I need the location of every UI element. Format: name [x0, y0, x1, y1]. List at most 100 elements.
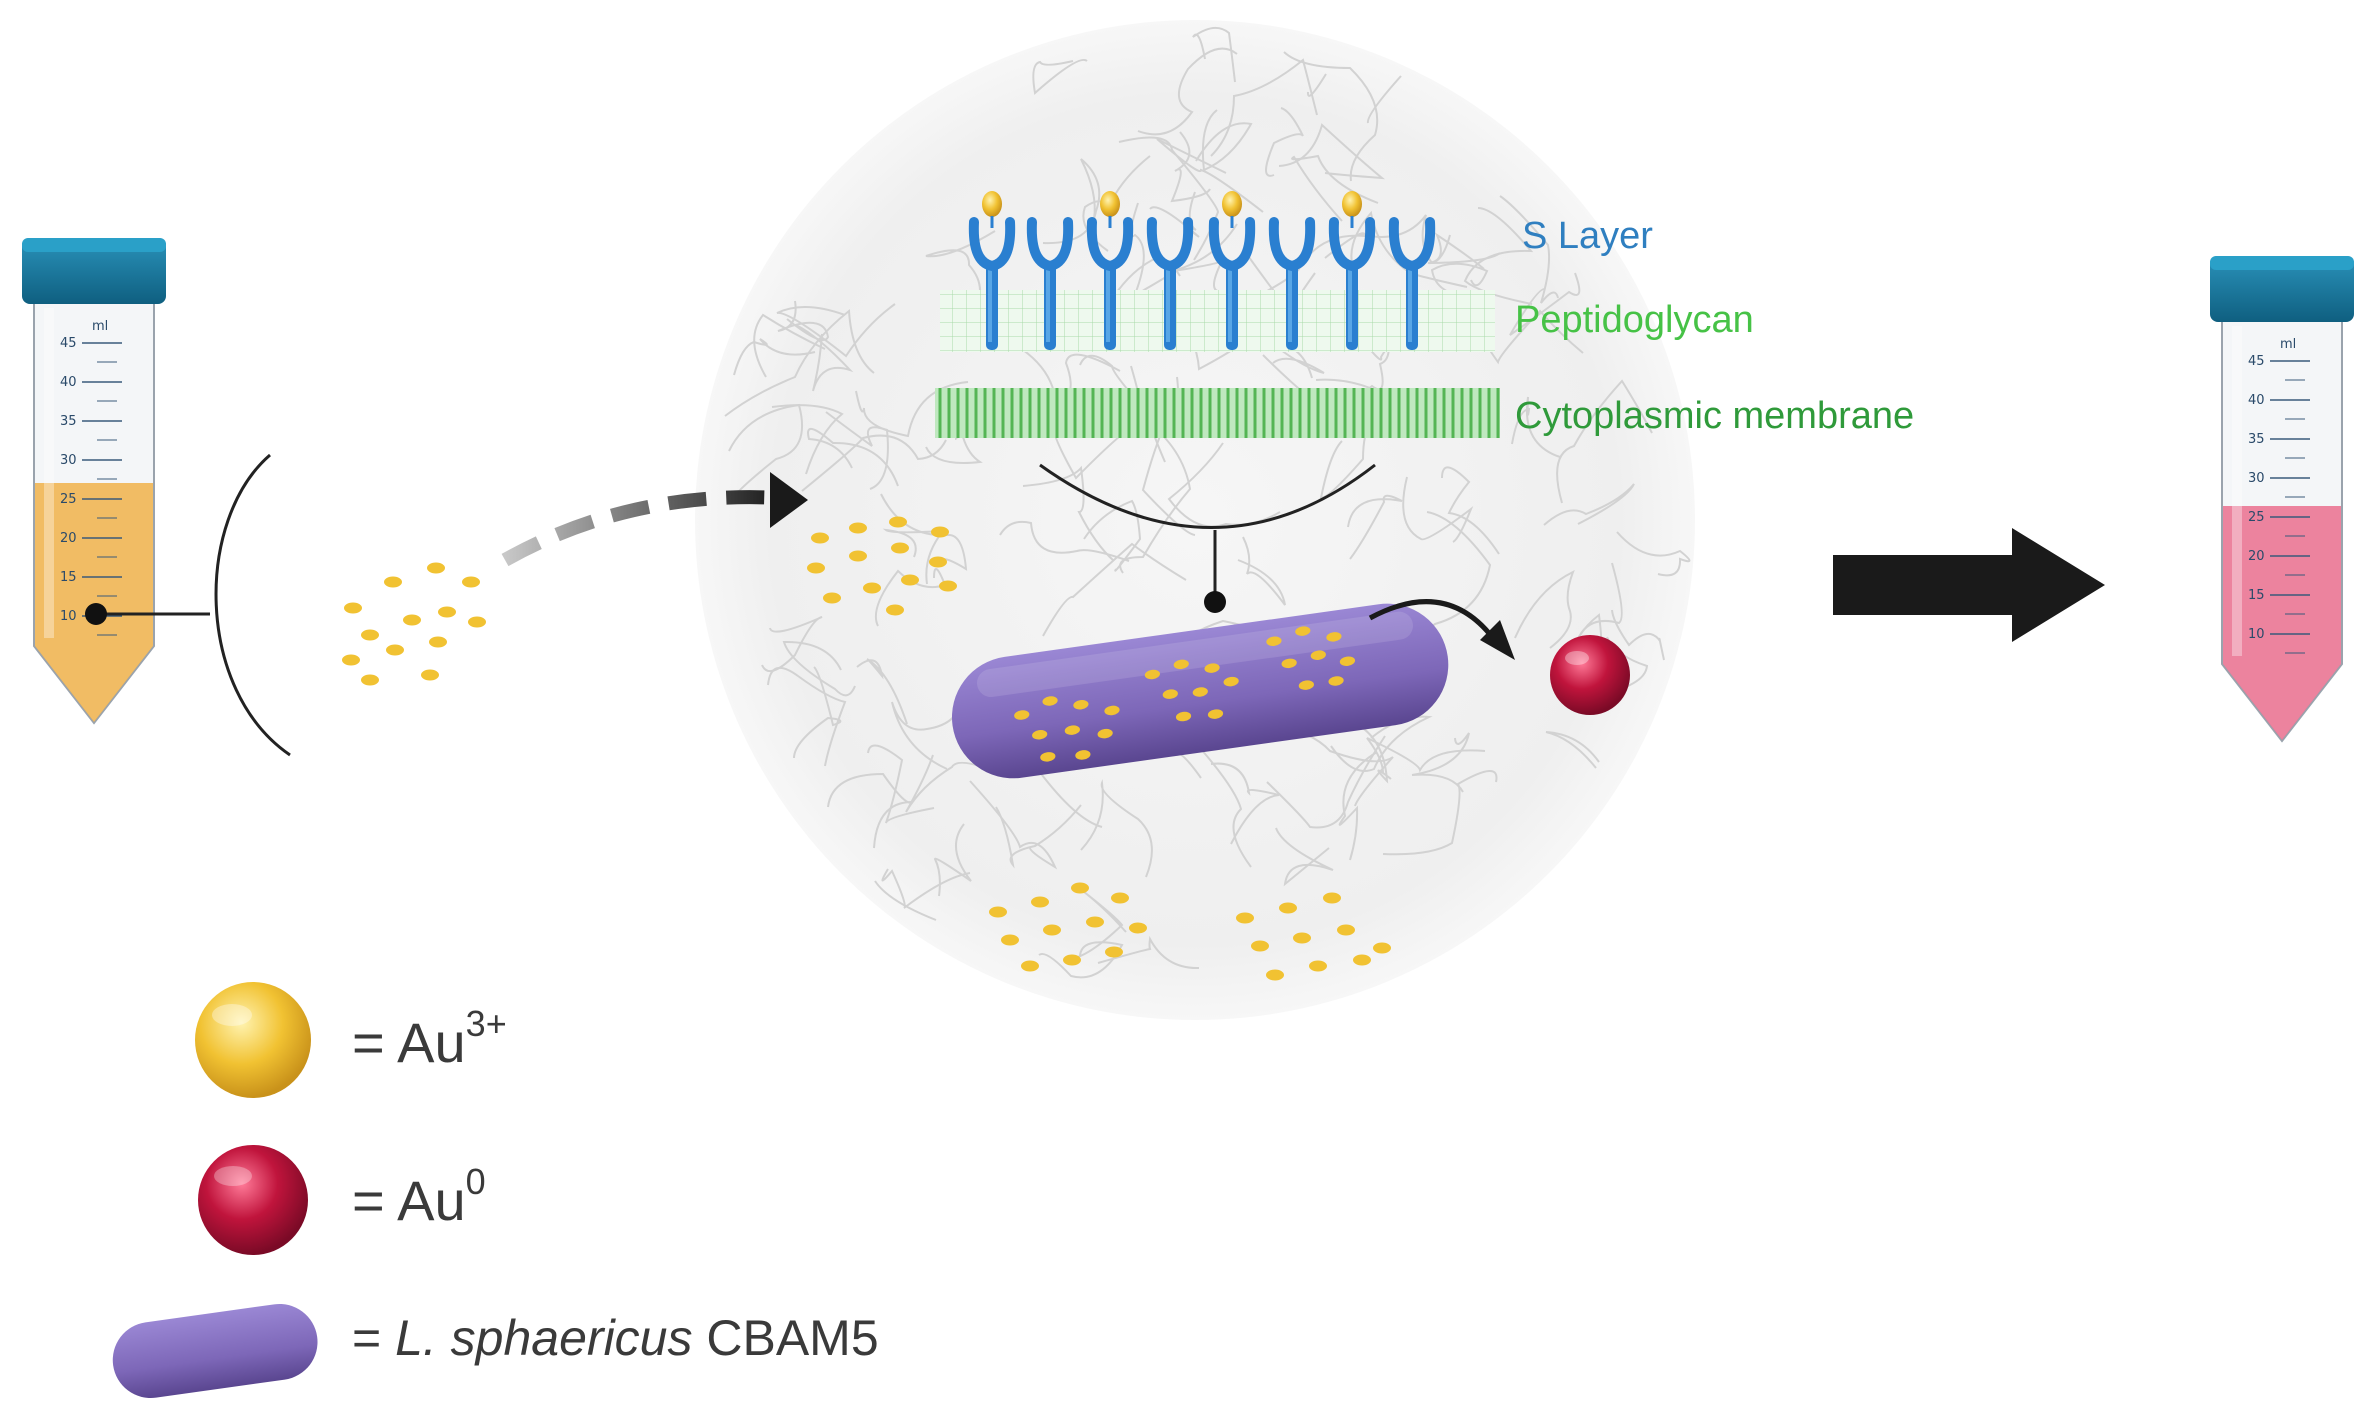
au3-ion [901, 574, 919, 586]
tube-left-tick-label: 25 [60, 492, 77, 507]
peptidoglycan-layer [940, 290, 1495, 352]
svg-text:= Au3+: = Au3+ [352, 1003, 507, 1074]
au3-ion [849, 522, 867, 534]
bound-au3-ion [1100, 191, 1120, 228]
tube-right-tick-label: 25 [2248, 510, 2265, 525]
tube-left-tick-label: 10 [60, 609, 77, 624]
au3-ion [811, 532, 829, 544]
au3-ion [1105, 946, 1123, 958]
au3-ion [1144, 669, 1160, 680]
zoom-circle [695, 20, 1695, 1020]
au3-ion [1373, 942, 1391, 954]
au3-ion [1353, 954, 1371, 966]
tube-left-tick-label: 30 [60, 453, 77, 468]
au3-ion [1251, 940, 1269, 952]
au3-ion [1175, 711, 1192, 722]
au3-ion [1040, 752, 1056, 762]
membrane-connector [1039, 463, 1376, 613]
tube-right-tick-label: 40 [2248, 393, 2265, 408]
tube-right-tick-label: 15 [2248, 588, 2265, 603]
peptidoglycan-label: Peptidoglycan [1515, 299, 1754, 341]
tube-right-liquid [2223, 506, 2341, 740]
cytoplasmic-membrane-label: Cytoplasmic membrane [1515, 395, 1914, 437]
bound-au3-ion [1222, 191, 1242, 228]
tube-left-ml-label: ml [92, 319, 108, 334]
au3-ion [929, 556, 947, 568]
au3-ion [1043, 924, 1061, 936]
au3-ion [1328, 676, 1344, 686]
legend-au3-text: = Au [352, 1011, 466, 1074]
tube-right-cap [2210, 256, 2354, 322]
s-layer-protein [1208, 217, 1256, 350]
au3-ion [1192, 687, 1208, 697]
au3-ion [863, 582, 881, 594]
au3-ion [1097, 728, 1113, 739]
au0-nanoparticle [1550, 635, 1630, 715]
legend-bact-eq: = [352, 1310, 395, 1366]
au3-ion [421, 669, 439, 681]
tube-right-tick-label: 30 [2248, 471, 2265, 486]
au3-ion [1295, 626, 1311, 636]
tube-left-tick-label: 20 [60, 531, 77, 546]
au3-ion [1281, 658, 1297, 669]
au3-ion [1173, 659, 1189, 670]
au3-ion [1309, 960, 1327, 972]
au3-ion [438, 606, 456, 618]
au3-ion [823, 592, 841, 604]
au3-ion [344, 602, 362, 614]
tube-right-ml-label: ml [2280, 337, 2296, 352]
au3-ion [1223, 676, 1239, 687]
au3-ion [1266, 969, 1284, 981]
au3-ion [1266, 636, 1282, 646]
s-layer-protein [1086, 217, 1134, 350]
au3-ion [1339, 656, 1356, 666]
au3-ion [1063, 954, 1081, 966]
s-layer-protein [1146, 217, 1194, 350]
legend-au0-swatch [198, 1145, 308, 1255]
au3-ion [1042, 696, 1058, 706]
au3-ion [1086, 916, 1104, 928]
au3-ion [1075, 750, 1091, 760]
au3-ion [1129, 922, 1147, 934]
au3-ion [384, 576, 402, 588]
svg-text:= L. sphaericus CBAM5: = L. sphaericus CBAM5 [352, 1310, 879, 1366]
bound-au3-ion [1342, 191, 1362, 228]
cytoplasmic-membrane-layer [935, 388, 1500, 438]
au3-ions-periplasm [807, 516, 1391, 981]
au3-ion [1031, 896, 1049, 908]
legend-bact-species: L. sphaericus [395, 1310, 692, 1366]
tube-right-tick-label: 45 [2248, 354, 2265, 369]
au3-ion [807, 562, 825, 574]
tube-left-liquid [35, 483, 153, 722]
tube-left-cap [22, 238, 166, 304]
reduction-arrow [1368, 599, 1515, 660]
au3-ion [1204, 663, 1220, 673]
au3-ion [886, 604, 904, 616]
legend-bact-strain: CBAM5 [692, 1310, 878, 1366]
legend: = Au3+ = Au0 = L. sphaericus CBAM5 [112, 982, 879, 1399]
au3-ion [1337, 924, 1355, 936]
au3-ions-in-bacterium [1014, 626, 1356, 762]
legend-au3-swatch [195, 982, 311, 1098]
au3-ion [891, 542, 909, 554]
au3-ion [989, 906, 1007, 918]
legend-au0-sup: 0 [466, 1161, 486, 1202]
tube-right-tick-label: 20 [2248, 549, 2265, 564]
legend-au3: = Au3+ [195, 982, 507, 1098]
s-layer-proteins [968, 191, 1436, 350]
s-layer-label: S Layer [1522, 215, 1653, 257]
tube-zoom-bracket [85, 453, 291, 757]
au3-ion [1207, 709, 1224, 719]
bound-au3-ion [982, 191, 1002, 228]
svg-text:= Au0: = Au0 [352, 1161, 486, 1232]
au3-ion [939, 580, 957, 592]
tube-left-tick-label: 15 [60, 570, 77, 585]
tube-right-tick-label: 35 [2248, 432, 2265, 447]
au3-ion [1064, 725, 1080, 735]
tube-left-tick-label: 40 [60, 375, 77, 390]
au3-ion [1310, 650, 1326, 660]
